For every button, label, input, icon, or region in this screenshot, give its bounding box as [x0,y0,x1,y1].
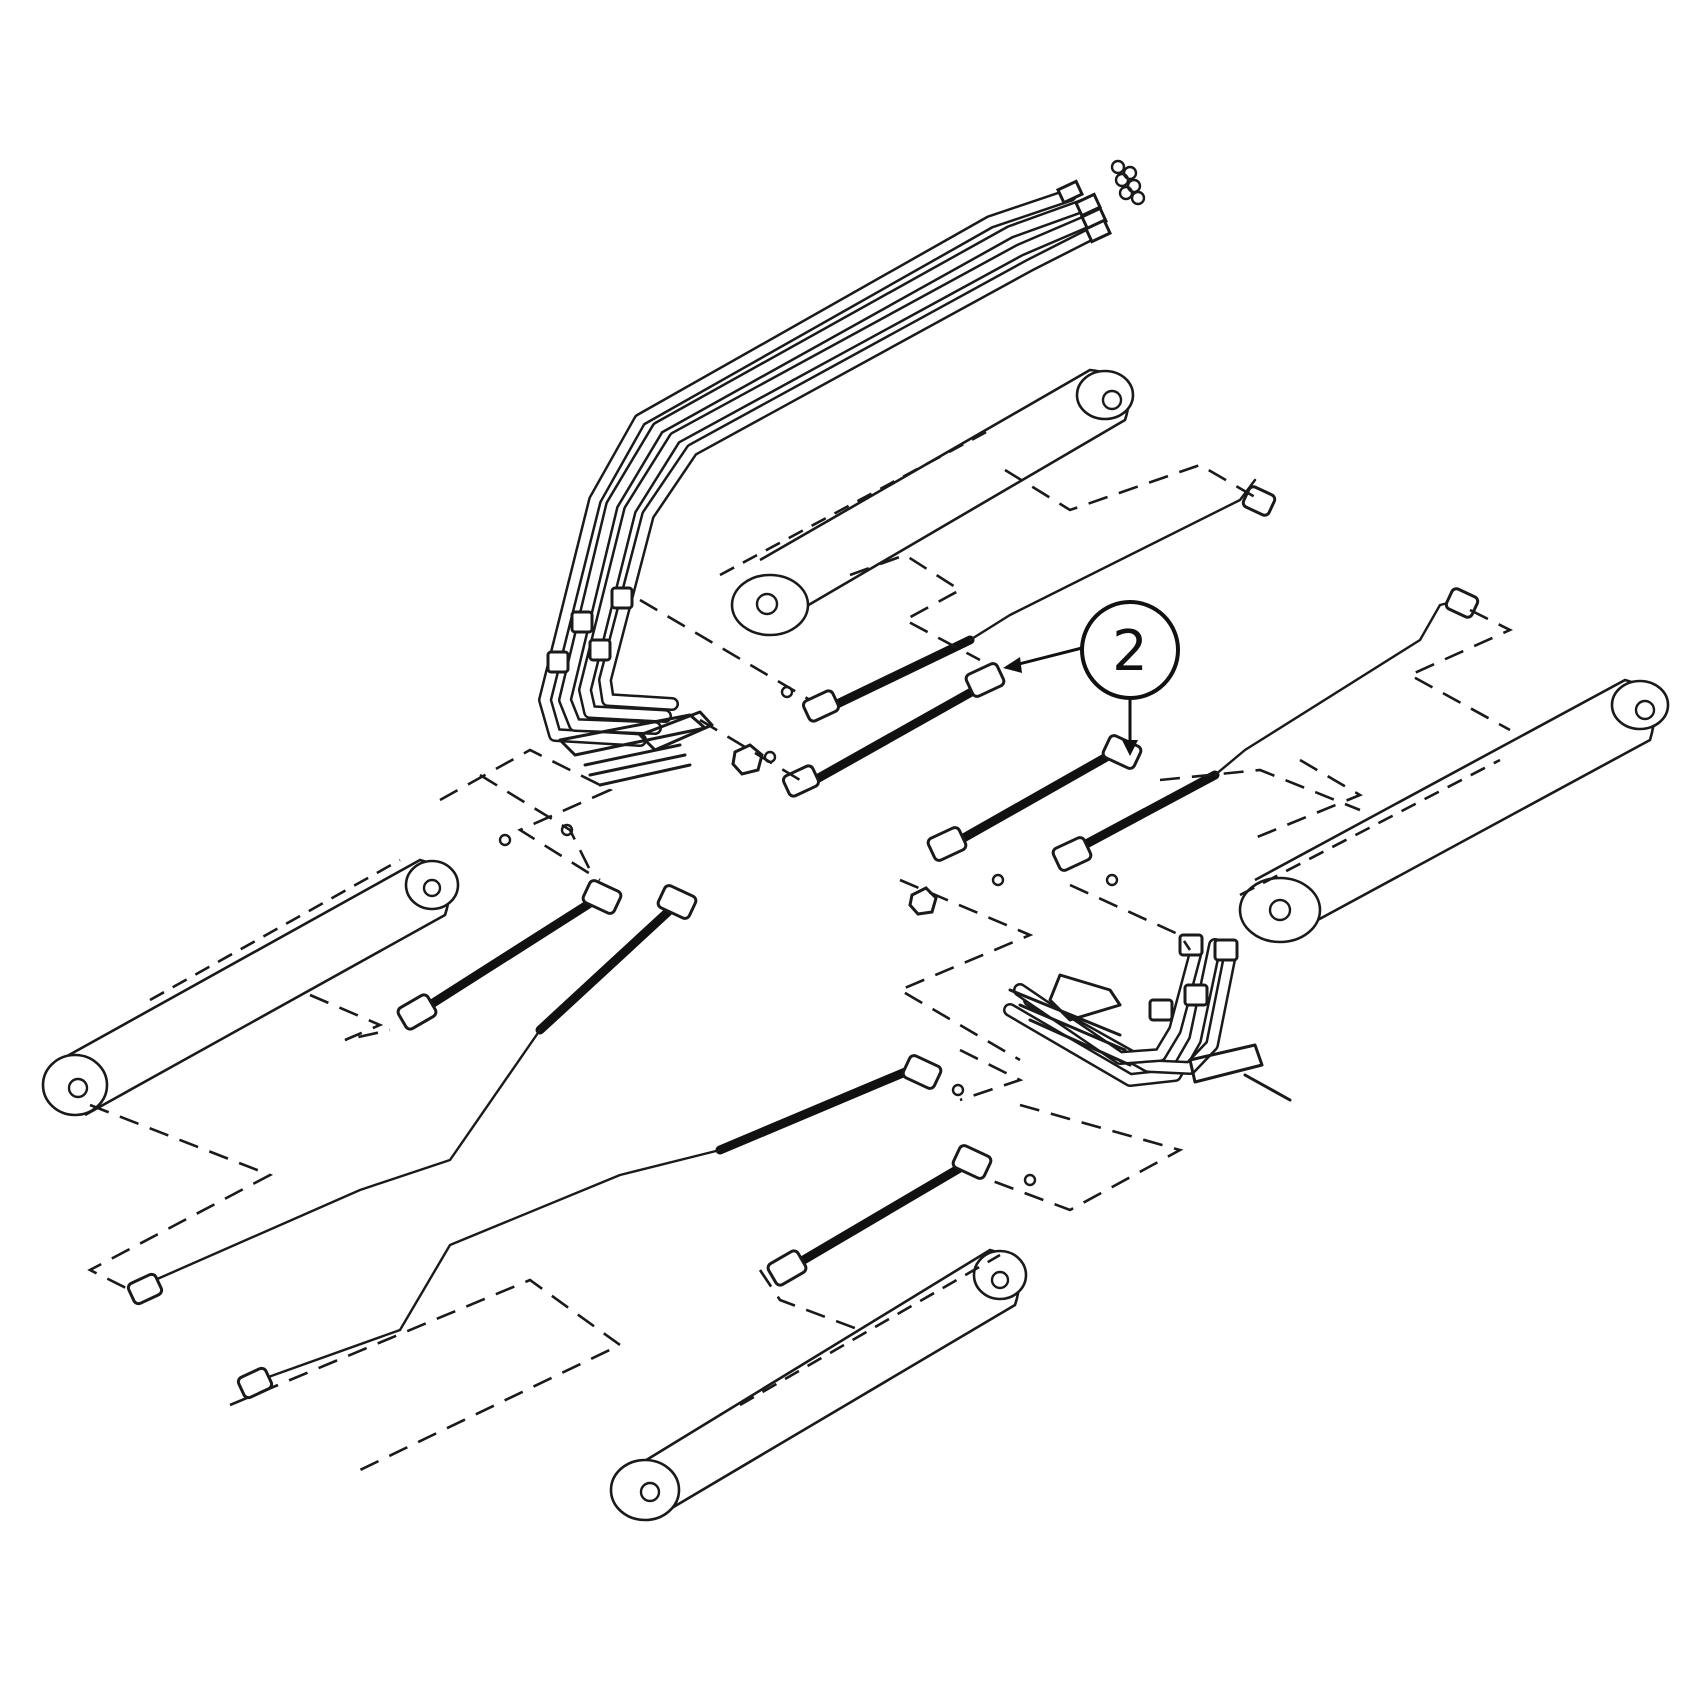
callout-2: 2 [1003,600,1180,756]
hose-assembly-long [236,1054,993,1400]
hose-assembly-upper-pair [781,478,1277,798]
callout-arrowhead-lower [1122,740,1138,756]
lower-tube-bundle [908,886,1292,1102]
hose-assembly-left [126,879,698,1306]
hose-assembly-middle-pair [926,587,1480,872]
o-ring-set [1110,159,1146,206]
callout-leader-arrow-upper [1014,646,1083,667]
callout-arrowhead-upper [1003,657,1022,673]
callout-number: 2 [1112,619,1148,684]
cylinder-top [719,368,1135,637]
cylinder-left [41,858,460,1117]
upper-tube-bundle [538,159,1146,787]
dashed-connector-lines [87,463,1514,1472]
o-ring-details [498,685,1119,1187]
cylinder-right [1238,678,1670,944]
cylinder-bottom [609,1248,1028,1522]
